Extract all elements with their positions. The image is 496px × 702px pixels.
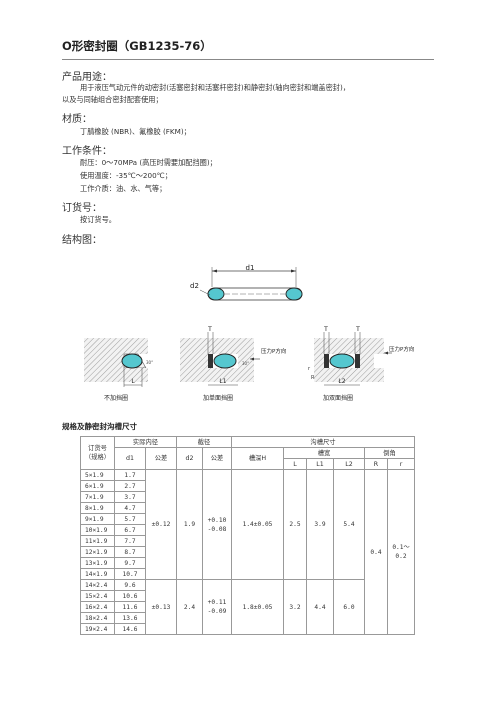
angle-label-1: 30°: [146, 360, 153, 365]
groove-double-backup: T T L2 r R 压力P方向 加双面挡圈: [308, 326, 414, 402]
dim-l2-label: L2: [338, 378, 345, 385]
g1-L: 2.5: [283, 469, 307, 580]
dim-l1-label: L1: [219, 378, 226, 385]
order-text: 按订货号。: [80, 215, 116, 224]
spec-table: 订货号（规格） 实际内径 截径 沟槽尺寸 d1 公差 d2 公差 槽深H 槽宽 …: [80, 436, 415, 635]
header-section: 截径: [176, 436, 232, 448]
header-r: r: [387, 458, 415, 470]
g1-L2: 5.4: [333, 469, 365, 580]
material-heading: 材质：: [62, 114, 92, 125]
caption-no-backup: 不加挡圈: [104, 394, 128, 402]
usage-heading: 产品用途：: [62, 72, 112, 83]
page-title: O形密封圈（GB1235-76）: [62, 39, 212, 53]
g1-tol2: +0.10-0.08: [202, 469, 232, 580]
work-pressure: 耐压：0～70MPa (高压时需要加配挡圈)；: [80, 158, 217, 167]
dim-t-label-1: T: [207, 326, 212, 333]
dim-t-label-3: T: [355, 326, 360, 333]
header-chamfer: 倒角: [364, 447, 415, 459]
work-medium: 工作介质：油、水、气等；: [80, 184, 167, 193]
header-d1: d1: [114, 447, 146, 470]
usage-text-line1: 用于液压气动元件的动密封(活塞密封和活塞杆密封)和静密封(轴向密封和端盖密封)，: [80, 83, 350, 92]
header-L1: L1: [306, 458, 334, 470]
g1-tol: ±0.12: [145, 469, 177, 580]
header-R: R: [364, 458, 388, 470]
g2-d2: 2.4: [176, 579, 203, 635]
g1-depth: 1.4±0.05: [231, 469, 284, 580]
work-temperature: 使用温度：-35℃～200℃；: [80, 171, 172, 180]
chamfer-r-label: r: [308, 366, 311, 372]
header-width: 槽宽: [283, 447, 365, 459]
pressure-label-2: 压力P方向: [389, 345, 414, 353]
usage-text-line2: 以及与同轴组合密封配套使用；: [62, 95, 163, 104]
header-L: L: [283, 458, 307, 470]
groove-single-backup: T L1 30° 压力P方向 加单面挡圈: [180, 326, 286, 402]
table-title: 规格及静密封沟槽尺寸: [62, 422, 137, 431]
g2-L: 3.2: [283, 579, 307, 635]
header-order-no: 订货号（规格）: [80, 436, 115, 470]
structure-heading: 结构图：: [62, 235, 102, 246]
chamfer-R: 0.4: [364, 469, 388, 635]
angle-label-2: 30°: [242, 361, 249, 366]
g1-d2: 1.9: [176, 469, 203, 580]
caption-double-backup: 加双面挡圈: [323, 394, 353, 402]
groove-no-backup: L 30° 不加挡圈: [84, 338, 153, 402]
g2-tol2: +0.11-0.09: [202, 579, 232, 635]
material-text: 丁腈橡胶 (NBR)、氟橡胶 (FKM)；: [80, 127, 191, 136]
structure-diagram: d1 d2 L 30° 不加挡圈 T L1 30° 压力: [84, 264, 414, 402]
d2-label: d2: [190, 282, 199, 290]
header-inner-dia: 实际内径: [114, 436, 177, 448]
d1-label: d1: [246, 264, 255, 272]
header-d2: d2: [176, 447, 203, 470]
dim-l-label: L: [131, 378, 135, 385]
header-depth: 槽深H: [231, 447, 284, 470]
header-L2: L2: [333, 458, 365, 470]
dim-t-label-2: T: [323, 326, 328, 333]
pressure-label-1: 压力P方向: [261, 347, 286, 355]
header-tol2: 公差: [202, 447, 232, 470]
header-tol: 公差: [145, 447, 177, 470]
work-conditions-heading: 工作条件：: [62, 146, 112, 157]
chamfer-r: 0.1～0.2: [387, 469, 415, 635]
header-groove: 沟槽尺寸: [231, 436, 415, 448]
g2-L2: 6.0: [333, 579, 365, 635]
title-divider: [62, 59, 434, 60]
o-ring-sideview: d1 d2: [190, 264, 303, 301]
g1-L1: 3.9: [306, 469, 334, 580]
caption-single-backup: 加单面挡圈: [203, 394, 233, 402]
g2-tol: ±0.13: [145, 579, 177, 635]
chamfer-R-label: R: [311, 375, 315, 381]
g2-depth: 1.8±0.05: [231, 579, 284, 635]
g2-L1: 4.4: [306, 579, 334, 635]
order-heading: 订货号：: [62, 203, 102, 214]
